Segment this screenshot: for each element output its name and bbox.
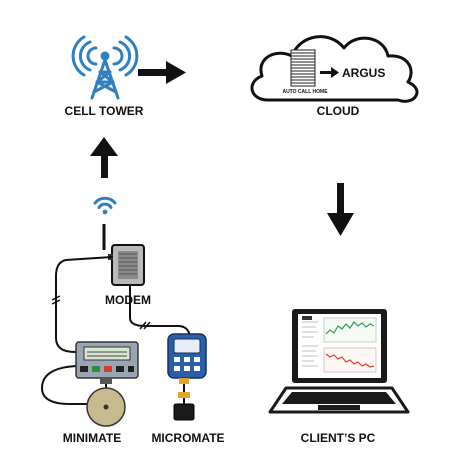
cell-tower-label: CELL TOWER (65, 104, 144, 118)
arrow-down-icon (327, 183, 354, 236)
minimate-device-icon (75, 341, 139, 384)
cloud-icon (250, 35, 419, 103)
modem-label: MODEM (105, 293, 151, 307)
micromate-device-icon (167, 333, 207, 384)
modem-icon (102, 224, 145, 286)
auto-call-home-label: AUTO CALL HOME (282, 89, 328, 95)
laptop-icon (268, 309, 410, 414)
argus-label: ARGUS (342, 66, 385, 80)
arrow-right-icon (138, 61, 186, 84)
server-rack-icon (290, 49, 316, 87)
cloud-label: CLOUD (317, 104, 360, 118)
minimate-label: MINIMATE (63, 431, 121, 445)
cable-break-marks (51, 295, 151, 330)
geophone-icon (86, 384, 126, 427)
arrow-right-small-icon (320, 67, 339, 78)
arrow-up-icon (90, 137, 118, 178)
wifi-dot-icon (102, 209, 108, 215)
cell-tower-icon (71, 35, 139, 100)
wifi-icon (93, 196, 117, 209)
sensor-icon (173, 392, 195, 421)
client-pc-label: CLIENT’S PC (301, 431, 376, 445)
micromate-label: MICROMATE (151, 431, 224, 445)
